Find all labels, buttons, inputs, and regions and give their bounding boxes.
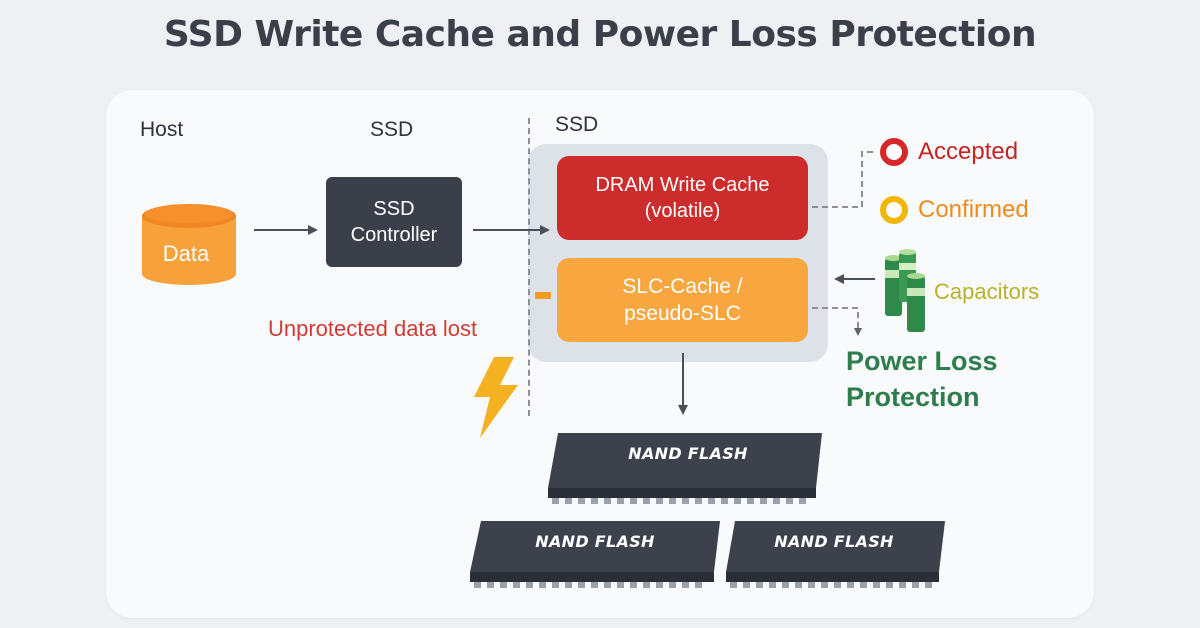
nand-chip-label: NAND FLASH (628, 444, 748, 463)
power-loss-protection-label: Power Loss Protection (846, 344, 1066, 415)
host-ssd-boundary-line (528, 118, 530, 416)
plp-line1: Power Loss (846, 346, 998, 376)
nand-flash-chip-bottom-left: NAND FLASH (470, 521, 720, 588)
plp-line2: Protection (846, 381, 980, 412)
capacitor-icon (885, 249, 925, 332)
lightning-bolt-icon (474, 357, 518, 438)
dashed-connector-plp (812, 307, 862, 336)
slc-marker (535, 292, 551, 299)
nand-flash-chip-bottom-right: NAND FLASH (726, 521, 945, 588)
controller-label-line2: Controller (350, 224, 438, 246)
legend-accepted: Accepted (880, 138, 1018, 166)
nand-chip-label: NAND FLASH (535, 532, 655, 551)
slc-label-line1: SLC-Cache / (622, 274, 743, 298)
accepted-dot-icon (880, 138, 908, 166)
dram-label-line2: (volatile) (644, 200, 721, 222)
unprotected-data-warning: Unprotected data lost (268, 316, 478, 341)
legend-accepted-label: Accepted (918, 138, 1019, 165)
legend-confirmed-label: Confirmed (918, 196, 1029, 223)
dram-label-line1: DRAM Write Cache (595, 174, 770, 196)
database-cylinder-icon (142, 204, 236, 285)
legend-confirmed: Confirmed (880, 196, 1029, 224)
ssd-group-label: SSD (555, 113, 599, 136)
controller-label-line1: SSD (373, 198, 415, 220)
data-node-label: Data (163, 241, 210, 266)
dram-write-cache-box: DRAM Write Cache (volatile) (557, 156, 808, 240)
host-column-label: Host (140, 118, 184, 141)
slc-label-line2: pseudo-SLC (624, 302, 741, 325)
nand-flash-chip-top: NAND FLASH (548, 433, 822, 504)
ssd-column-label: SSD (370, 118, 414, 141)
slc-cache-box: SLC-Cache / pseudo-SLC (557, 258, 808, 342)
confirmed-dot-icon (880, 196, 908, 224)
diagram-title: SSD Write Cache and Power Loss Protectio… (163, 14, 1037, 55)
dashed-connector-accepted (812, 151, 876, 208)
nand-chip-label: NAND FLASH (774, 532, 894, 551)
ssd-controller-box: SSD Controller (326, 177, 462, 267)
capacitors-label: Capacitors (934, 279, 1040, 304)
